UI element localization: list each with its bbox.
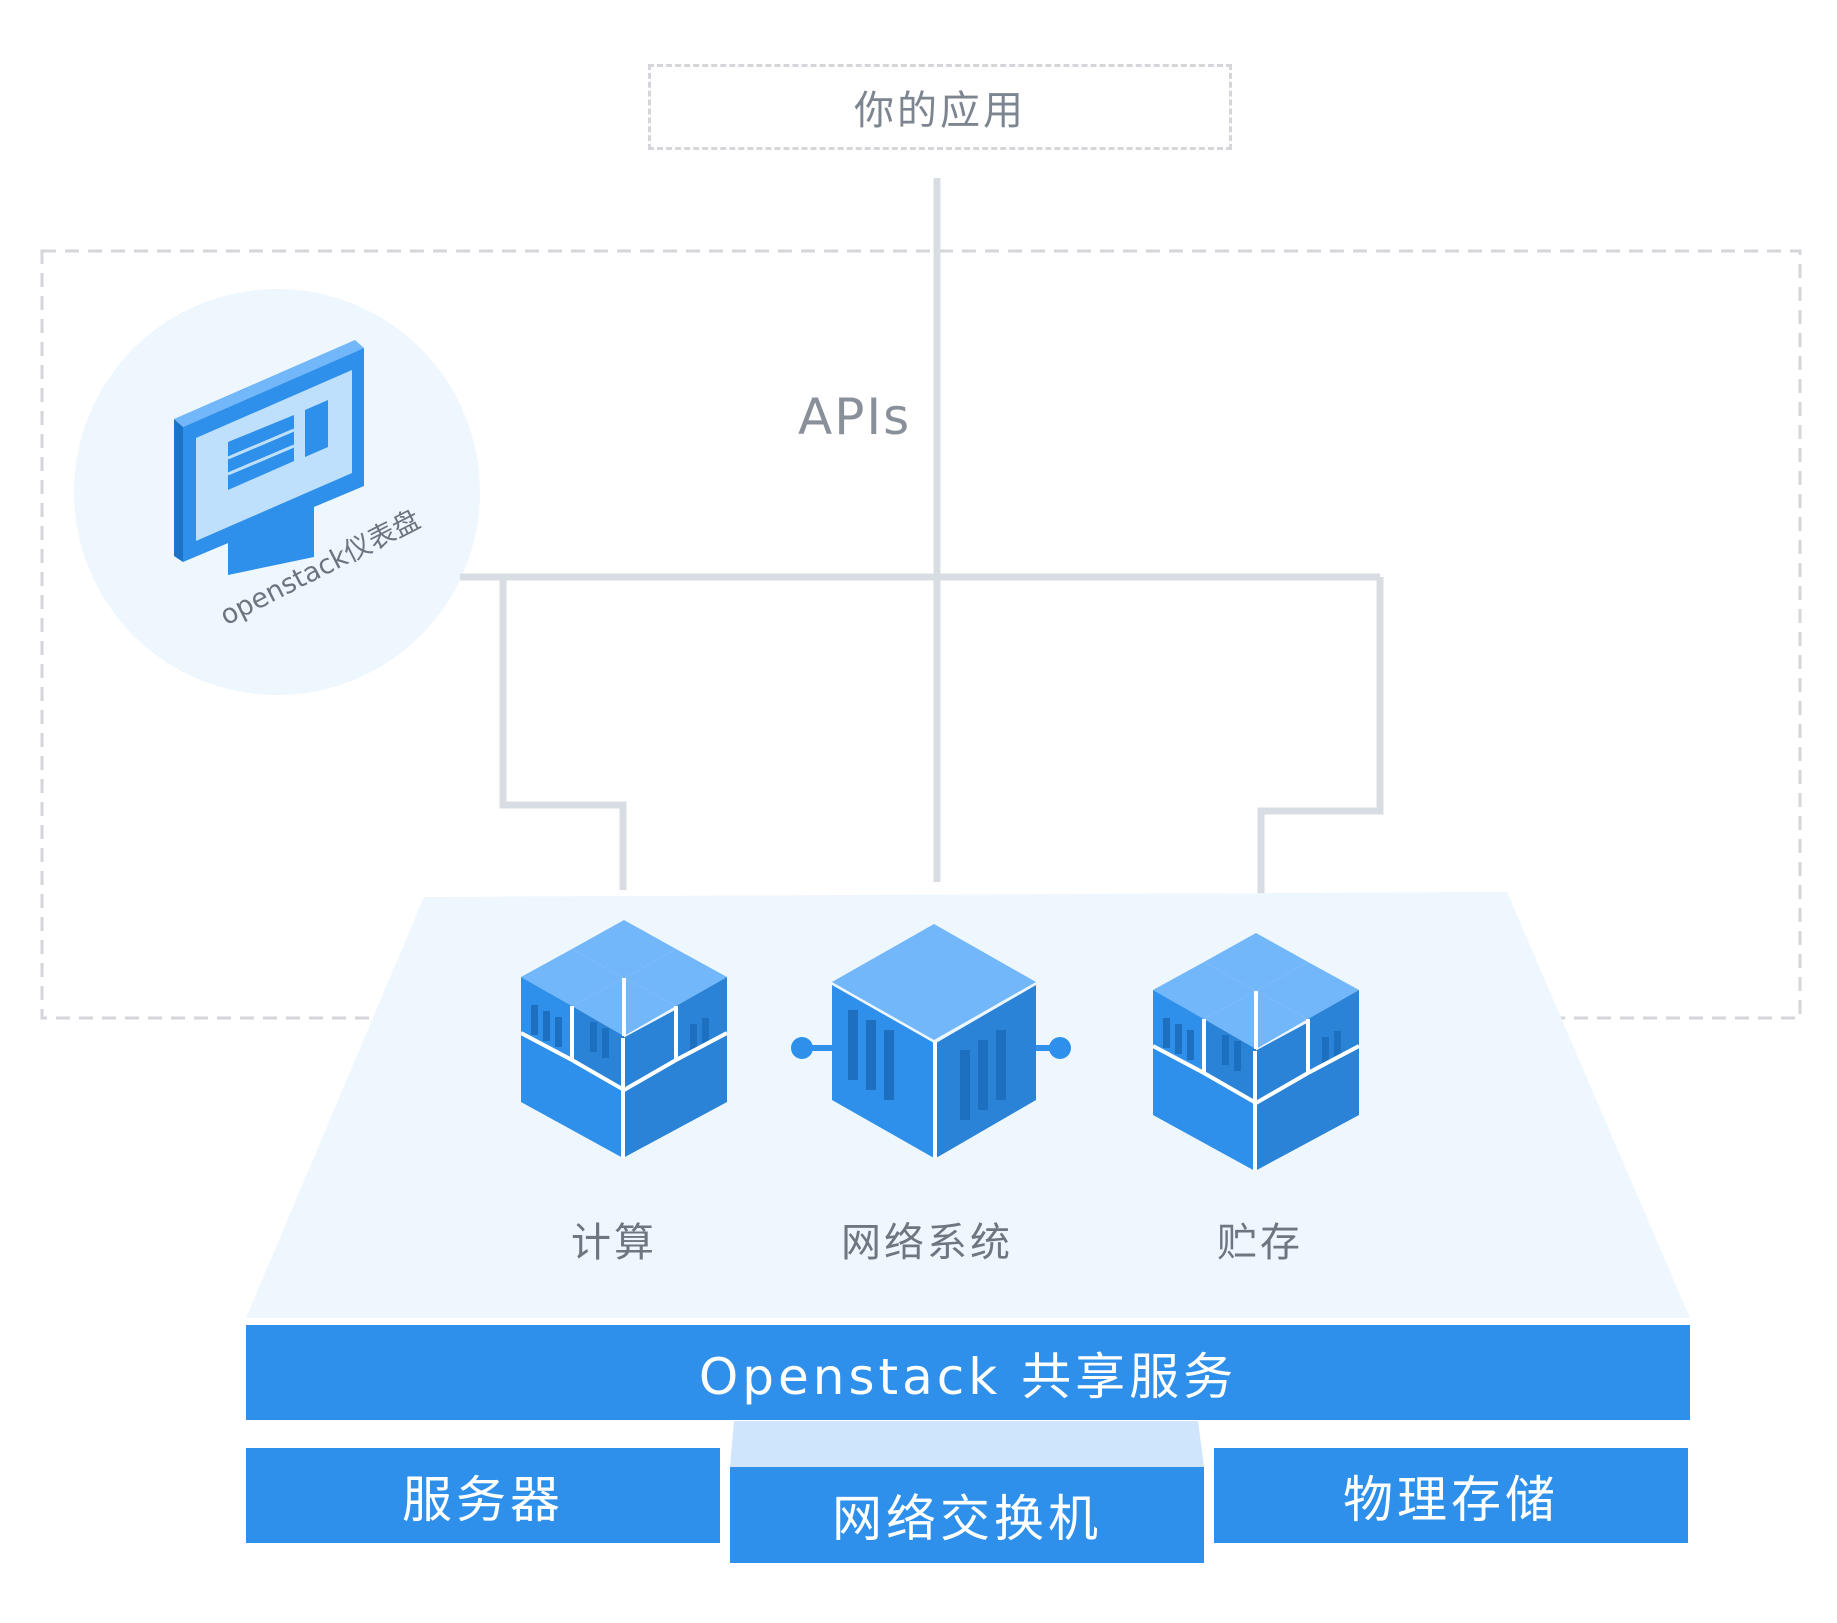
monitor-icon [174,340,364,575]
hardware-server-label: 服务器 [402,1470,564,1529]
apis-label: APIs [798,388,912,446]
compute-cubes-icon [520,920,728,1158]
hardware-storage-label: 物理存储 [1343,1470,1559,1529]
service-label-compute: 计算 [571,1220,657,1266]
network-cube-icon [791,924,1071,1158]
your-application-label: 你的应用 [854,88,1026,134]
hardware-storage-bar: 物理存储 [1214,1448,1688,1543]
api-connector-lines [460,178,1384,895]
your-application-box: 你的应用 [648,64,1232,150]
hardware-switch-label: 网络交换机 [832,1490,1102,1548]
hardware-switch-bar: 网络交换机 [730,1467,1204,1563]
shared-services-label: Openstack 共享服务 [698,1347,1238,1406]
shared-services-bar: Openstack 共享服务 [246,1325,1690,1420]
service-label-network: 网络系统 [841,1220,1013,1266]
hardware-server-bar: 服务器 [246,1448,720,1543]
switch-connector [730,1421,1204,1467]
service-label-storage: 贮存 [1217,1220,1303,1266]
storage-cubes-icon [1152,933,1360,1171]
